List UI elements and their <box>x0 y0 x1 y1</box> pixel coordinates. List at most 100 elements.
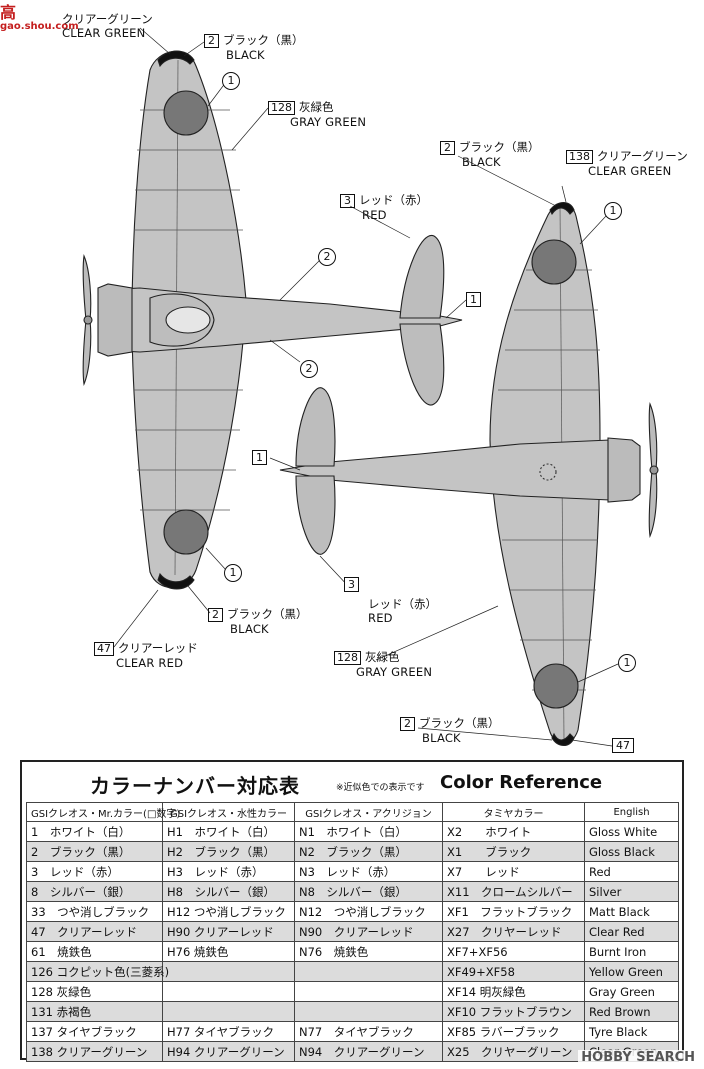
watermark-glyph: 高 <box>0 3 17 22</box>
marker-box-1: 1 <box>252 450 267 465</box>
label-jp: ブラック（黒） <box>459 140 540 154</box>
marker-circle-2: 2 <box>318 248 336 266</box>
table-cell: 2 ブラック（黒） <box>26 841 163 862</box>
label-jp: ブラック（黒） <box>227 607 308 621</box>
table-cell: N3 レッド（赤） <box>294 861 443 882</box>
color-number: 2 <box>204 34 219 48</box>
color-number: 128 <box>268 101 295 115</box>
table-cell: XF49+XF58 <box>442 961 585 982</box>
label-jp: レッド（赤） <box>368 597 437 611</box>
table-cell: Burnt Iron <box>584 941 679 962</box>
marker-circle-1: 1 <box>224 564 242 582</box>
table-cell: 128 灰緑色 <box>26 981 163 1002</box>
table-cell: 61 焼鉄色 <box>26 941 163 962</box>
table-cell: Gloss White <box>584 821 679 842</box>
table-cell <box>294 961 443 982</box>
table-cell: H2 ブラック（黒） <box>162 841 295 862</box>
label-jp: 灰緑色 <box>299 100 334 114</box>
table-cell <box>162 1001 295 1022</box>
table-cell: 137 タイヤブラック <box>26 1021 163 1042</box>
table-cell: 33 つや消しブラック <box>26 901 163 922</box>
table-cell: X1 ブラック <box>442 841 585 862</box>
table-cell: H12 つや消しブラック <box>162 901 295 922</box>
label-red-right-bottom: レッド（赤） RED <box>368 597 437 625</box>
table-cell: H94 クリアーグリーン <box>162 1041 295 1062</box>
label-clear-green-top: クリアーグリーン CLEAR GREEN <box>62 12 153 40</box>
table-cell: X25 クリヤーグリーン <box>442 1041 585 1062</box>
table-cell: Clear Red <box>584 921 679 942</box>
table-cell: Red <box>584 861 679 882</box>
table-cell <box>294 981 443 1002</box>
table-note: ※近似色での表示です <box>336 783 425 793</box>
table-cell: XF1 フラットブラック <box>442 901 585 922</box>
color-reference-table: カラーナンバー対応表 ※近似色での表示です Color Reference GS… <box>20 760 684 1062</box>
label-jp: 灰緑色 <box>365 650 400 664</box>
table-cell: H90 クリアーレッド <box>162 921 295 942</box>
table-cell: N8 シルバー（銀） <box>294 881 443 902</box>
table-cell: 131 赤褐色 <box>26 1001 163 1022</box>
table-cell: H76 焼鉄色 <box>162 941 295 962</box>
table-cell: X2 ホワイト <box>442 821 585 842</box>
label-en: BLACK <box>462 155 501 169</box>
watermark-hobby-search: HOBBY SEARCH <box>578 1050 698 1065</box>
table-cell: XF85 ラバーブラック <box>442 1021 585 1042</box>
marker-circle-1: 1 <box>222 72 240 90</box>
table-cell: N2 ブラック（黒） <box>294 841 443 862</box>
label-en: CLEAR RED <box>116 656 184 670</box>
table-cell: Red Brown <box>584 1001 679 1022</box>
table-header-row: GSIクレオス・Mr.カラー(□数字) GSIクレオス・水性カラー GSIクレオ… <box>26 802 679 822</box>
label-jp: クリアーグリーン <box>62 12 153 26</box>
table-cell: X27 クリヤーレッド <box>442 921 585 942</box>
marker-box-1: 1 <box>466 292 481 307</box>
label-jp: クリアーグリーン <box>597 149 688 163</box>
header-acrysion: GSIクレオス・アクリジョン <box>294 802 443 822</box>
color-number: 3 <box>340 194 355 208</box>
table-cell: XF14 明灰緑色 <box>442 981 585 1002</box>
label-en: BLACK <box>422 731 461 745</box>
table-cell: H77 タイヤブラック <box>162 1021 295 1042</box>
table-cell: 1 ホワイト（白） <box>26 821 163 842</box>
table-cell: Gray Green <box>584 981 679 1002</box>
table-cell: 126 コクピット色(三菱系) <box>26 961 169 982</box>
color-number: 2 <box>440 141 455 155</box>
aircraft-top-view <box>82 27 467 648</box>
label-en: BLACK <box>226 48 265 62</box>
table-cell: XF10 フラットブラウン <box>442 1001 585 1022</box>
table-cell: N12 つや消しブラック <box>294 901 443 922</box>
table-cell: 3 レッド（赤） <box>26 861 163 882</box>
table-title: カラーナンバー対応表 ※近似色での表示です Color Reference <box>22 762 682 802</box>
table-cell: N1 ホワイト（白） <box>294 821 443 842</box>
label-black-right-top: 2 ブラック（黒） BLACK <box>440 140 540 169</box>
watermark-text: gao.shou.com <box>0 21 79 32</box>
watermark-logo: 高 gao.shou.com <box>0 4 79 32</box>
color-number: 2 <box>400 717 415 731</box>
table-cell: Yellow Green <box>584 961 679 982</box>
table-row: 8 シルバー（銀）H8 シルバー（銀）N8 シルバー（銀）X11 クロームシルバ… <box>26 881 679 902</box>
table-cell <box>162 961 295 982</box>
table-cell: H3 レッド（赤） <box>162 861 295 882</box>
color-number: 128 <box>334 651 361 665</box>
color-table: GSIクレオス・Mr.カラー(□数字) GSIクレオス・水性カラー GSIクレオ… <box>26 802 679 1062</box>
table-cell: Tyre Black <box>584 1021 679 1042</box>
color-number-47: 47 <box>612 738 634 753</box>
label-en: RED <box>362 208 387 222</box>
color-number-3: 3 <box>344 577 359 592</box>
label-jp: ブラック（黒） <box>223 33 304 47</box>
marker-circle-2: 2 <box>300 360 318 378</box>
table-cell: Silver <box>584 881 679 902</box>
table-cell <box>294 1001 443 1022</box>
